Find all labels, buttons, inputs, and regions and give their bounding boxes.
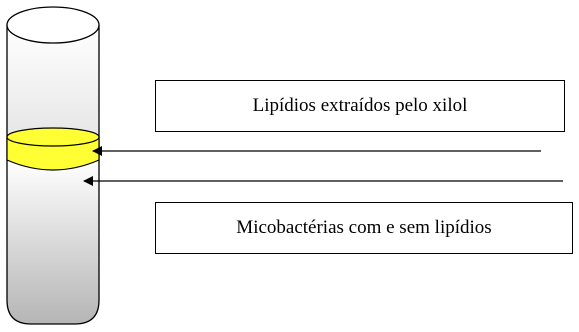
label-lipids-text: Lipídios extraídos pelo xilol xyxy=(252,95,468,116)
test-tube-opening xyxy=(6,6,100,44)
test-tube-lower xyxy=(7,160,99,324)
label-mycobacteria: Micobactérias com e sem lipídios xyxy=(155,202,573,254)
test-tube-outline xyxy=(6,25,100,325)
lipid-layer-top xyxy=(6,127,100,147)
label-lipids-extracted: Lipídios extraídos pelo xilol xyxy=(155,80,565,132)
label-mycobacteria-text: Micobactérias com e sem lipídios xyxy=(236,217,492,238)
test-tube-upper xyxy=(7,25,99,148)
